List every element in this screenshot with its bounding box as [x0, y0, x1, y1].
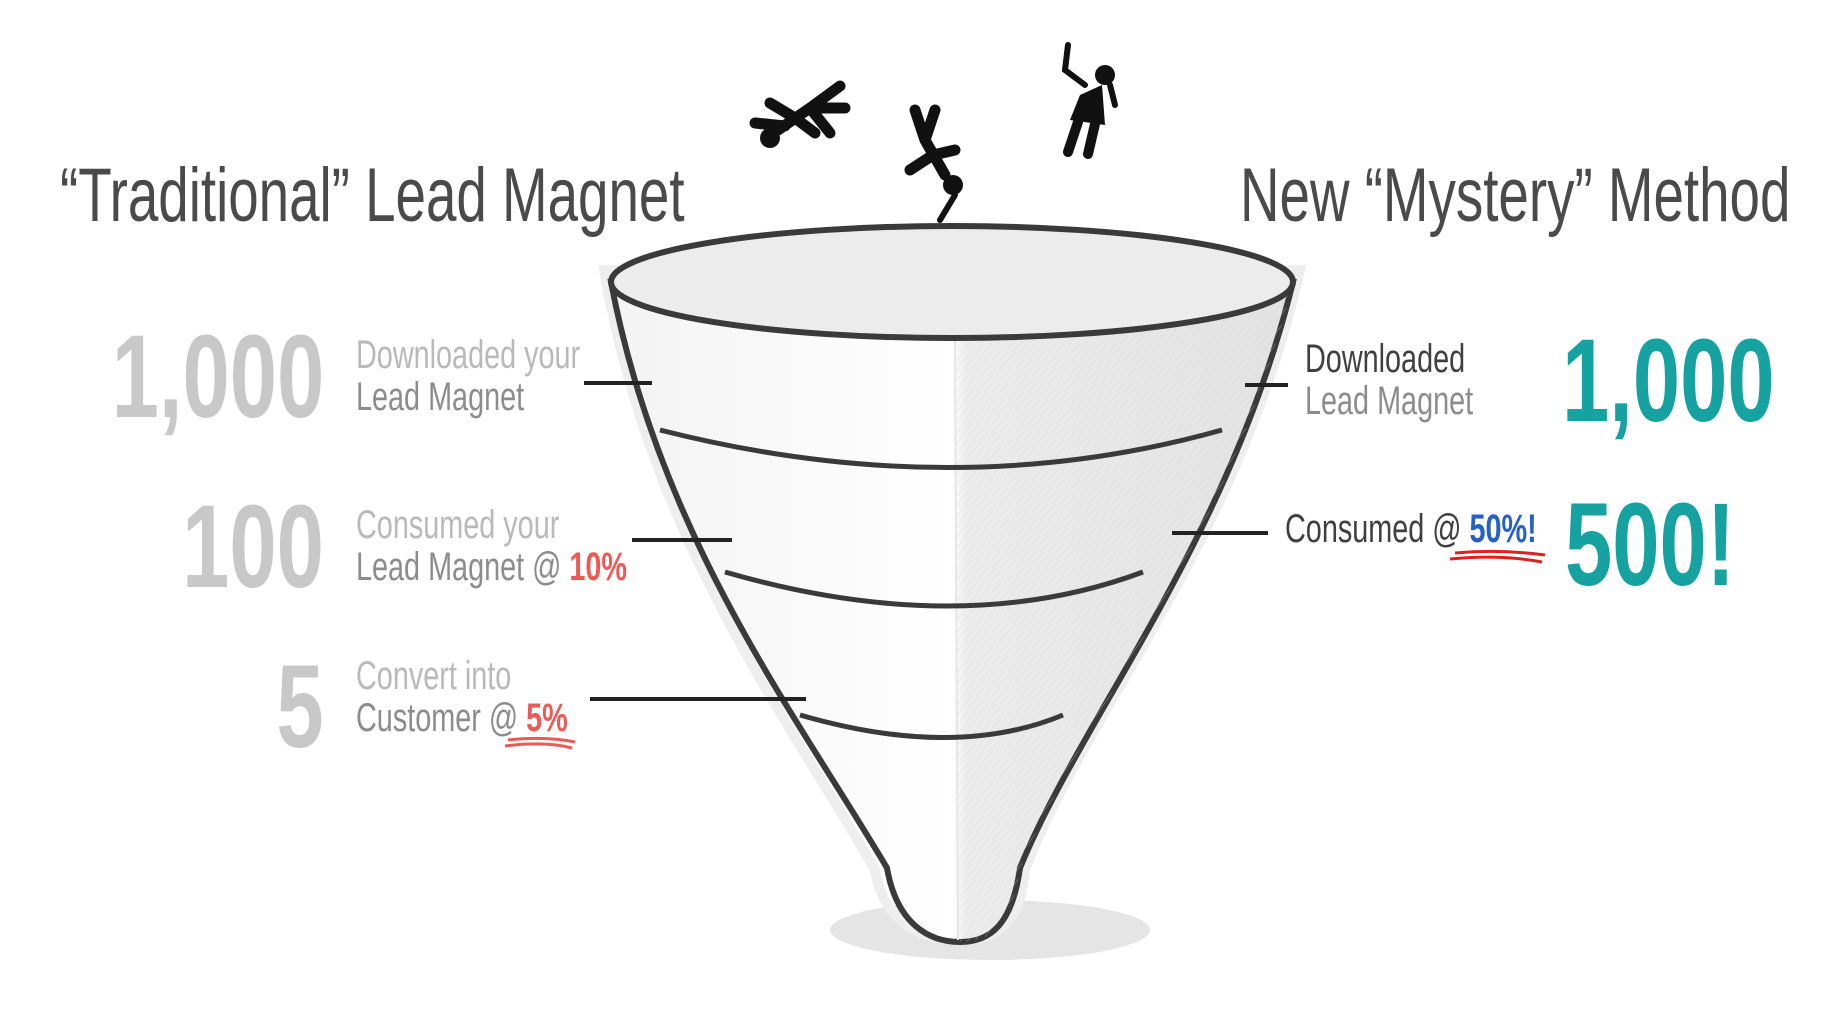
- underline-5-percent: [504, 736, 576, 750]
- left-number-convert: 5: [276, 641, 324, 773]
- underline-50-percent: [1449, 549, 1546, 564]
- funnel-rim: [608, 223, 1296, 341]
- right-label-consumed: Consumed @ 50%!: [1285, 507, 1537, 551]
- left-number-consumed: 100: [182, 481, 324, 613]
- funnel-band-1: [659, 427, 1223, 470]
- left-number-downloaded: 1,000: [111, 311, 324, 443]
- falling-person-icon: [749, 80, 851, 148]
- left-consumed-percent: 10%: [569, 545, 628, 589]
- right-number-consumed: 500!: [1565, 479, 1736, 611]
- right-consumed-percent: 50%!: [1469, 507, 1537, 551]
- right-title: New “Mystery” Method: [1239, 153, 1790, 238]
- falling-person-icon: [904, 104, 963, 223]
- funnel-band-3: [799, 712, 1064, 740]
- left-label-downloaded: Downloaded your Lead Magnet: [356, 333, 581, 419]
- right-label-downloaded: Downloaded Lead Magnet: [1305, 337, 1474, 423]
- funnel-band-2: [724, 569, 1144, 609]
- right-number-downloaded: 1,000: [1562, 315, 1775, 447]
- funnel-seam: [954, 339, 959, 941]
- left-label-convert: Convert into Customer @ 5%: [356, 654, 568, 740]
- falling-woman-icon: [1061, 42, 1118, 159]
- left-label-consumed: Consumed your Lead Magnet @ 10%: [356, 503, 628, 589]
- left-title: “Traditional” Lead Magnet: [60, 153, 685, 238]
- funnel-hatching: [955, 282, 1293, 942]
- left-convert-percent: 5%: [526, 696, 568, 740]
